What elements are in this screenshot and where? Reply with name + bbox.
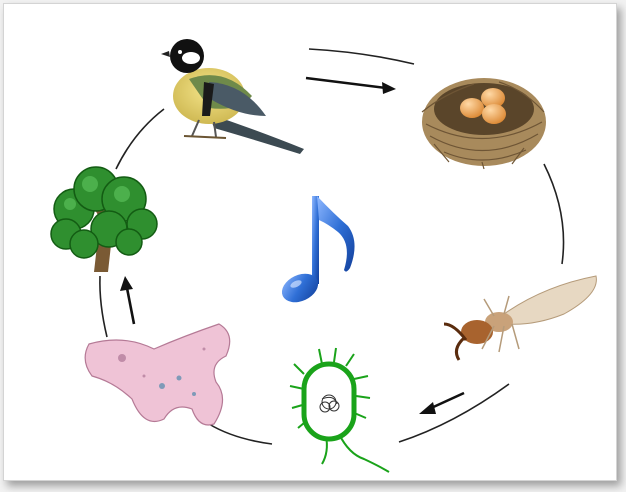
- connector-amoeba-to-tree: [100, 276, 107, 337]
- connector-bird-to-nest: [309, 49, 414, 64]
- life-cycle-diagram: [4, 4, 616, 480]
- arrow-termite-to-bacterium: [419, 393, 464, 414]
- amoeba-icon: [85, 324, 230, 425]
- connector-nest-to-termite: [544, 164, 564, 264]
- connector-bacterium-to-amoeba: [209, 424, 272, 444]
- arrow-amoeba-to-tree: [120, 276, 134, 324]
- nest-with-eggs-icon: [422, 78, 546, 169]
- termite-icon: [444, 276, 596, 360]
- diagram-frame: [3, 3, 617, 481]
- connector-termite-to-bacterium: [399, 384, 509, 442]
- arrow-bird-to-nest: [306, 78, 396, 94]
- bird-icon: [161, 39, 304, 154]
- tree-icon: [51, 167, 157, 272]
- bacterium-icon: [290, 348, 389, 472]
- connector-tree-to-bird: [116, 109, 164, 169]
- music-note-icon: [277, 196, 354, 308]
